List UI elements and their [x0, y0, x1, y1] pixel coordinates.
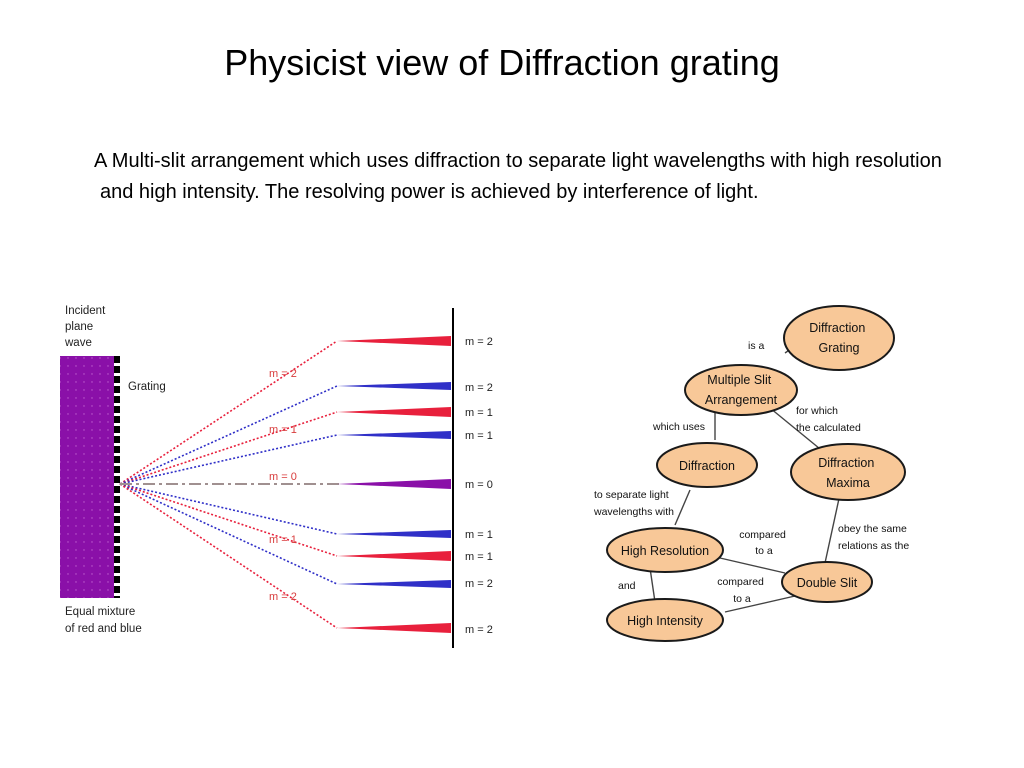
node-multiple-slit — [684, 364, 798, 416]
link-resolution-intensity — [649, 567, 656, 603]
wedge-blue-m2-down — [337, 580, 451, 588]
node-double-slit — [781, 561, 873, 603]
screen-label-m2-red-up: m = 2 — [465, 336, 493, 348]
grating-label: Grating — [128, 381, 166, 393]
screen-label-m1-red-up: m = 1 — [465, 407, 493, 419]
link-resolution-doubleslit — [719, 557, 786, 574]
ray-red-m2-up — [119, 340, 338, 485]
spectral-wedges — [337, 336, 451, 633]
ray-blue-m1-up — [119, 434, 338, 485]
node-label-high-intensity: High Intensity — [627, 614, 703, 628]
link-intensity-doubleslit — [724, 595, 796, 613]
wedge-red-m2-up — [337, 336, 451, 346]
screen-label-m2-red-down: m = 2 — [465, 624, 493, 636]
screen-label-m1-blue-down: m = 1 — [465, 529, 493, 541]
link-label-to-separate: to separate light wavelengths with — [593, 489, 674, 518]
wedge-blue-m1-up — [337, 431, 451, 439]
node-diffraction-maxima — [790, 443, 906, 501]
link-label-which-uses: which uses — [652, 421, 705, 433]
wedge-red-m1-up — [337, 407, 451, 417]
link-label-is-a: is a — [748, 340, 765, 352]
wedge-blue-m2-up — [337, 382, 451, 390]
ray-blue-m2-up — [119, 385, 338, 485]
ray-label-m0: m = 0 — [269, 471, 297, 483]
ray-red-m1-down — [119, 483, 338, 557]
slide-title: Physicist view of Diffraction grating — [224, 42, 780, 83]
concept-nodes — [606, 305, 906, 642]
ray-blue-m2-down — [119, 483, 338, 585]
grating-diagram: Incident plane wave Grating Equal mixtur… — [60, 305, 493, 648]
node-diffraction-grating — [783, 305, 895, 371]
screen-label-m2-blue-down: m = 2 — [465, 578, 493, 590]
slide-body-text: A Multi-slit arrangement which uses diff… — [94, 150, 942, 203]
link-label-compared-2: compared to a — [717, 576, 767, 605]
ray-label-m2-up: m = 2 — [269, 368, 297, 380]
screen-label-m2-blue-up: m = 2 — [465, 382, 493, 394]
ray-label-m1-up: m = 1 — [269, 424, 297, 436]
link-label-compared-1: compared to a — [739, 529, 789, 557]
ray-label-m2-down: m = 2 — [269, 591, 297, 603]
diffraction-rays — [119, 340, 338, 629]
link-diffraction-resolution — [674, 489, 691, 526]
wedge-red-m1-down — [337, 551, 451, 561]
node-high-intensity — [606, 598, 724, 642]
node-label-high-resolution: High Resolution — [621, 544, 709, 558]
node-label-diffraction-maxima: Diffraction Maxima — [818, 456, 878, 490]
wedge-red-m2-down — [337, 623, 451, 633]
incident-label: Incident plane wave — [64, 305, 108, 349]
node-high-resolution — [606, 527, 724, 573]
mixture-label: Equal mixture of red and blue — [65, 606, 142, 635]
link-label-and: and — [618, 580, 636, 592]
link-label-for-which: for which the calculated — [796, 405, 861, 434]
node-label-double-slit: Double Slit — [797, 576, 858, 590]
link-label-obey: obey the same relations as the — [838, 523, 910, 552]
node-label-diffraction-grating: Diffraction Grating — [809, 321, 869, 355]
ray-label-m1-down: m = 1 — [269, 534, 297, 546]
node-label-multiple-slit: Multiple Slit Arrangement — [705, 373, 778, 407]
screen-label-m0: m = 0 — [465, 479, 493, 491]
wedge-purple-m0 — [337, 479, 451, 489]
concept-map: Diffraction Grating Multiple Slit Arrang… — [593, 305, 910, 642]
screen-label-m1-red-down: m = 1 — [465, 551, 493, 563]
link-multislit-maxima — [769, 407, 826, 454]
wedge-blue-m1-down — [337, 530, 451, 538]
ray-blue-m1-down — [119, 483, 338, 535]
ray-red-m2-down — [119, 483, 338, 629]
link-maxima-doubleslit — [824, 493, 841, 564]
screen-label-m1-blue-up: m = 1 — [465, 430, 493, 442]
node-diffraction — [656, 442, 758, 488]
incident-wave-block — [60, 356, 114, 598]
node-label-diffraction: Diffraction — [679, 459, 735, 473]
ray-red-m1-up — [119, 411, 338, 485]
